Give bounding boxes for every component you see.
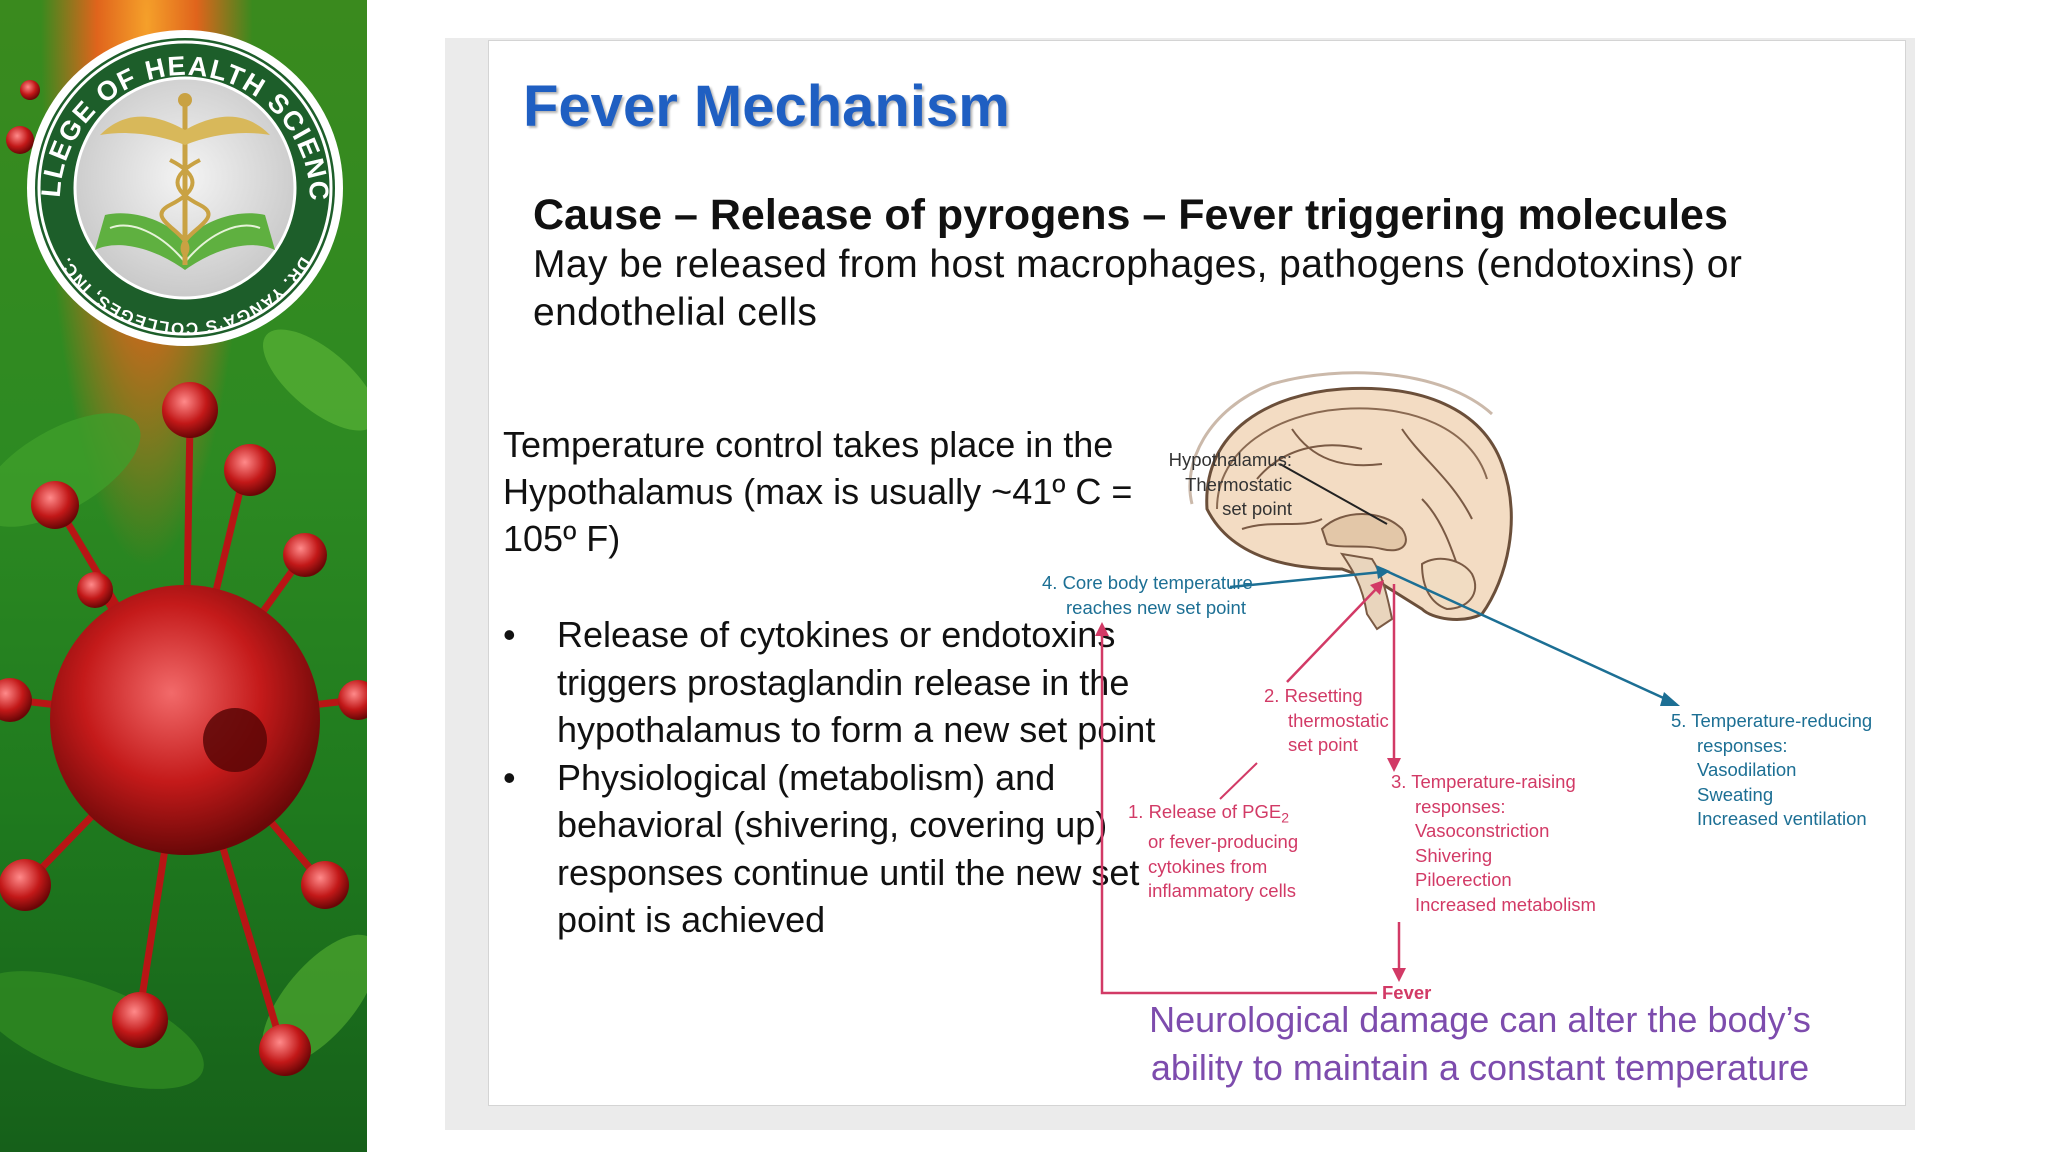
- bullet-text: Physiological (metabolism) and behaviora…: [557, 756, 1140, 941]
- side-banner: COLLEGE OF HEALTH SCIENCES DR. YANGA'S C…: [0, 0, 367, 1152]
- bullet-dot: •: [503, 614, 516, 655]
- diagram-graphic: [1095, 371, 1680, 995]
- cause-heading: Cause – Release of pyrogens – Fever trig…: [533, 191, 1728, 239]
- cause-description: May be released from host macrophages, p…: [533, 243, 1743, 334]
- bullet-list: • Release of cytokines or endotoxins tri…: [503, 611, 1203, 944]
- bullet-dot: •: [503, 756, 516, 798]
- bullet-item: • Physiological (metabolism) and behavio…: [503, 754, 1203, 944]
- bullet-item: • Release of cytokines or endotoxins tri…: [503, 611, 1203, 754]
- step-1-label: 1. Release of PGE2 or fever-producing cy…: [1128, 801, 1299, 902]
- temperature-control-text: Temperature control takes place in the H…: [503, 424, 1133, 559]
- step-5-label: 5. Temperature-reducing responses: Vasod…: [1671, 710, 1873, 829]
- fever-label: Fever: [1382, 982, 1432, 1003]
- college-seal-logo: COLLEGE OF HEALTH SCIENCES DR. YANGA'S C…: [0, 0, 343, 346]
- brain-illustration: [1188, 371, 1513, 631]
- bullet-text: Release of cytokines or endotoxins trigg…: [557, 614, 1156, 750]
- step-4-label: 4. Core body temperature reaches new set…: [1042, 572, 1253, 618]
- hypothalamus-label: Hypothalamus: Thermostatic set point: [1168, 449, 1292, 519]
- slide-title: Fever Mechanism: [523, 74, 1010, 139]
- step-3-label: 3. Temperature-raising responses: Vasoco…: [1391, 771, 1596, 915]
- virus-illustration: COLLEGE OF HEALTH SCIENCES DR. YANGA'S C…: [0, 0, 367, 1089]
- step-2-label: 2. Resetting thermostatic set point: [1264, 685, 1389, 755]
- footnote: Neurological damage can alter the body’s…: [1149, 999, 1811, 1088]
- slide: Fever Mechanism Cause – Release of pyrog…: [488, 40, 1906, 1106]
